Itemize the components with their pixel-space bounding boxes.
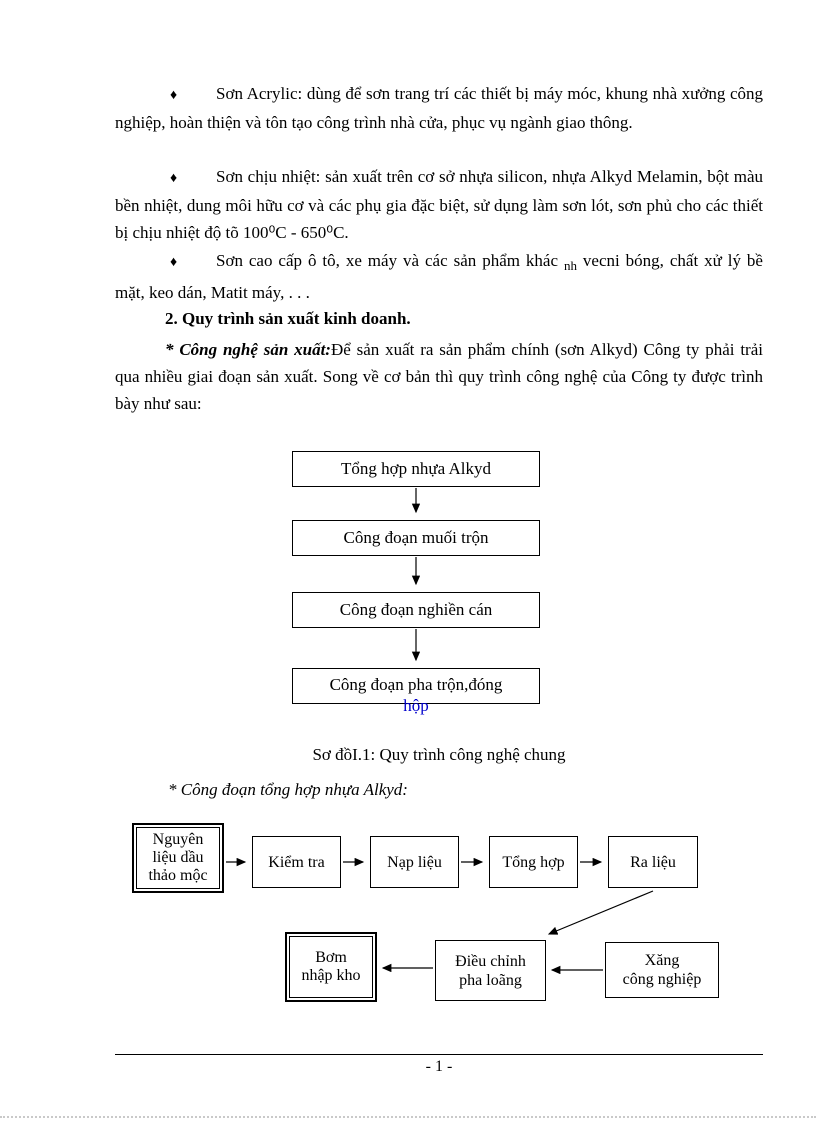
flow-node-label-line2: liệu dầu bbox=[152, 849, 204, 866]
flow-node-label-line1: Công đoạn pha trộn,đóng bbox=[329, 675, 503, 694]
bullet-diamond-icon: ♦ bbox=[170, 88, 178, 103]
diagram-caption: Sơ đồI.1: Quy trình công nghệ chung bbox=[312, 745, 566, 764]
paragraph-text: Sơn Acrylic: dùng để sơn trang trí các t… bbox=[115, 84, 763, 132]
flow-node-cong-doan-pha-tron-dong-hop: Công đoạn pha trộn,đóng hộp bbox=[292, 668, 540, 715]
flow-node-label-line1: Bơm bbox=[315, 949, 347, 966]
subscript-text: nh bbox=[563, 258, 577, 273]
paragraph-text: Sơn chịu nhiệt: sản xuất trên cơ sở nhựa… bbox=[115, 167, 763, 242]
flow-node-ra-lieu: Ra liệu bbox=[608, 836, 698, 888]
paragraph-lead: * Công nghệ sản xuất: bbox=[165, 340, 331, 359]
flow-node-label: Ra liệu bbox=[630, 853, 676, 871]
flow-node-inner-frame: Bơm nhập kho bbox=[289, 936, 373, 998]
flow-node-nap-lieu: Nạp liệu bbox=[370, 836, 459, 888]
flow-node-bom-nhap-kho: Bơm nhập kho bbox=[285, 932, 377, 1002]
bullet-diamond-icon: ♦ bbox=[170, 255, 178, 270]
flow-node-tong-hop: Tổng hợp bbox=[489, 836, 578, 888]
flow-node-dieu-chinh-pha-loang: Điều chỉnh pha loãng bbox=[435, 940, 546, 1001]
flow-node-nguyen-lieu-dau-thao-moc: Nguyên liệu dầu thảo mộc bbox=[132, 823, 224, 893]
flow-node-label-line2: pha loãng bbox=[459, 971, 522, 989]
flow-node-label: Công đoạn muối trộn bbox=[343, 528, 489, 547]
flow-node-cong-doan-nghien-can: Công đoạn nghiền cán bbox=[292, 592, 540, 628]
flow-node-label: Công đoạn nghiền cán bbox=[339, 600, 493, 619]
page-bottom-dotted-line bbox=[0, 1116, 816, 1118]
flow-node-label: Tổng hợp bbox=[502, 853, 565, 871]
flow-node-xang-cong-nghiep: Xăng công nghiệp bbox=[605, 942, 719, 998]
footer-rule bbox=[115, 1054, 763, 1055]
flow-node-inner-frame: Nguyên liệu dầu thảo mộc bbox=[136, 827, 220, 889]
page-number: - 1 - bbox=[425, 1058, 453, 1075]
paragraph-cong-nghe-san-xuat: * Công nghệ sản xuất:Để sản xuất ra sản … bbox=[115, 336, 763, 417]
paragraph-text: Để sản xuất ra sản phẩm chính (sơn Alkyd… bbox=[115, 340, 763, 413]
flow-node-label-line2: nhập kho bbox=[301, 967, 361, 984]
flow-node-label: Kiểm tra bbox=[268, 853, 325, 871]
flow-node-label-line1: Điều chỉnh bbox=[455, 952, 526, 970]
flow-node-tong-hop-nhua-alkyd: Tổng hợp nhựa Alkyd bbox=[292, 451, 540, 487]
flow-node-label: Nạp liệu bbox=[387, 853, 442, 871]
paragraph-text-part1: Sơn cao cấp ô tô, xe máy và các sản phẩm… bbox=[216, 251, 564, 270]
flow-node-label-line2: hộp bbox=[403, 696, 429, 715]
flow-node-label: Tổng hợp nhựa Alkyd bbox=[341, 459, 491, 478]
flow-node-label-line2: công nghiệp bbox=[622, 971, 702, 988]
flow-node-kiem-tra: Kiểm tra bbox=[252, 836, 341, 888]
paragraph-text-part2: vecni bóng, chất xử lý bề mặt, keo dán, … bbox=[115, 251, 763, 302]
flow-node-label-line1: Nguyên bbox=[152, 831, 204, 848]
bullet-diamond-icon: ♦ bbox=[170, 171, 178, 186]
alkyd-stage-title: * Công đoạn tổng hợp nhựa Alkyd: bbox=[168, 780, 408, 799]
flow-node-label-line1: Xăng bbox=[644, 952, 680, 969]
flow-node-cong-doan-muoi-tron: Công đoạn muối trộn bbox=[292, 520, 540, 556]
paragraph-son-acrylic: ♦Sơn Acrylic: dùng để sơn trang trí các … bbox=[115, 80, 763, 136]
section-heading: 2. Quy trình sản xuất kinh doanh. bbox=[165, 309, 411, 328]
flow-node-label-line3: thảo mộc bbox=[148, 867, 208, 884]
paragraph-son-chiu-nhiet: ♦Sơn chịu nhiệt: sản xuất trên cơ sở nhự… bbox=[115, 163, 763, 246]
paragraph-son-cao-cap: ♦ Sơn cao cấp ô tô, xe máy và các sản phẩ… bbox=[115, 247, 763, 306]
